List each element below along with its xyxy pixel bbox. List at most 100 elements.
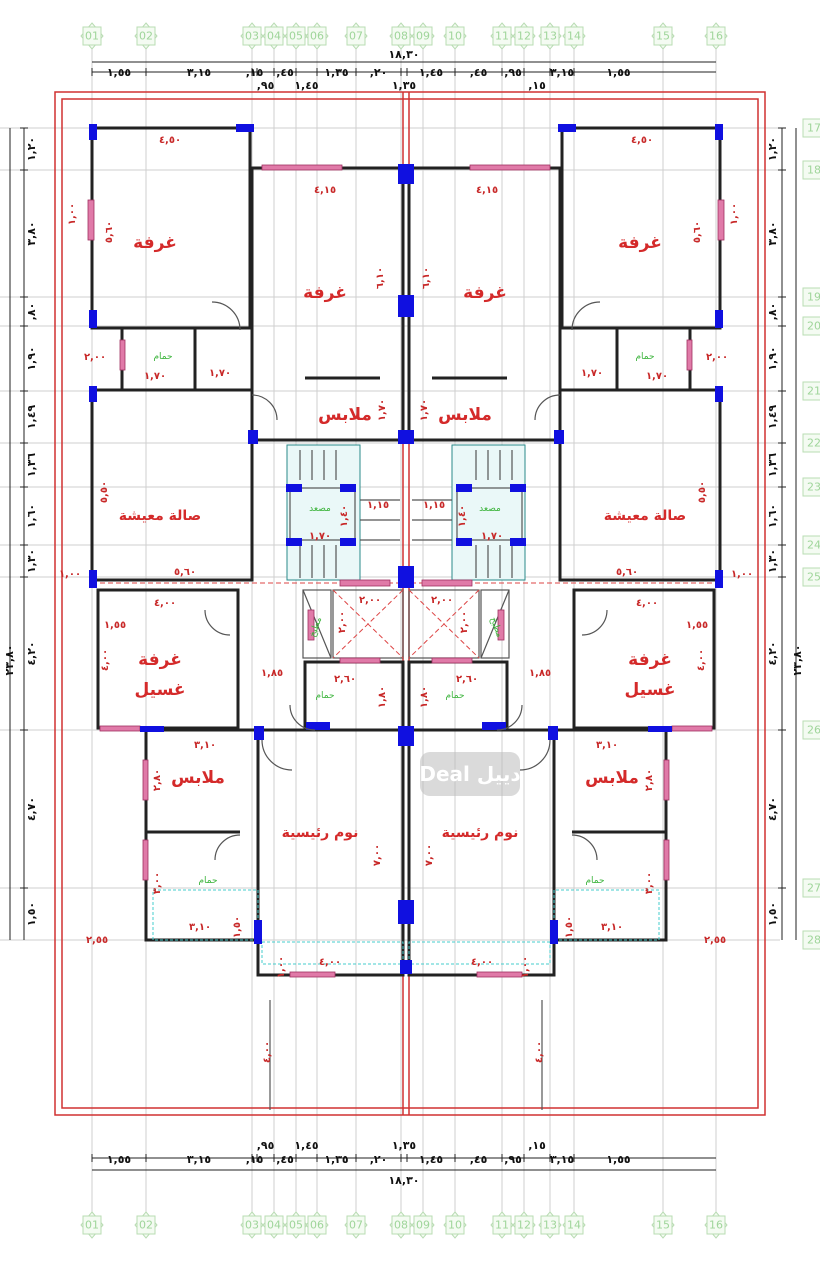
room-label-master-bedroom: نوم رئيسية xyxy=(282,825,359,841)
room-dimension-label: ٢,٠٠ xyxy=(337,611,348,633)
grid-label-column: 06 xyxy=(310,30,324,43)
dimension-label: ١,٥٠ xyxy=(25,902,38,926)
room-dimension-label: ١,٠٠ xyxy=(67,203,78,225)
dimension-label: ,٤٥ xyxy=(276,66,294,79)
closet-wall xyxy=(144,728,260,942)
room-dimension-label: ٢,٠٠ xyxy=(431,595,453,606)
room-dimension-label: ٢,٨٠ xyxy=(152,769,163,791)
room-dimension-label: ٦,١٠ xyxy=(421,267,432,289)
room-dimension-label: ١,٨٠ xyxy=(419,686,430,708)
room-label-bedroom: غرفة xyxy=(303,283,347,303)
grid-bubble xyxy=(492,26,512,46)
room-label-laundry: غسيل xyxy=(624,680,675,700)
grid-bubble xyxy=(653,26,673,46)
dimension-label: ١,٩٠ xyxy=(25,346,38,370)
room-label-elevator: مصعد xyxy=(479,504,501,514)
dimension-label: ١,٥٠ xyxy=(766,902,779,926)
grid-bubble xyxy=(413,1215,433,1235)
grid-label-column: 02 xyxy=(139,30,153,43)
grid-label-row: 17 xyxy=(807,122,820,135)
grid-bubble xyxy=(136,1215,156,1235)
grid-bubble xyxy=(802,878,820,898)
room-label-bathroom: حمام xyxy=(445,691,464,701)
dimension-label: ٣,١٥ xyxy=(187,66,212,79)
room-dimension-label: ١,٠٠ xyxy=(520,956,531,978)
room-dimension-label: ٧,٠٠ xyxy=(372,844,383,866)
grid-bubble xyxy=(286,26,306,46)
room-label-bathroom: حمام xyxy=(635,352,654,362)
dimension-label: ,٢٠ xyxy=(370,66,388,79)
room-dimension-label: ١,٧٠ xyxy=(419,399,430,421)
grid-bubble xyxy=(802,720,820,740)
room-label-bathroom: حمام xyxy=(315,691,334,701)
room-dimension-label: ٣,١٠ xyxy=(601,922,623,933)
room-dimension-label: ٤,٠٠ xyxy=(154,598,176,609)
grid-label-column: 14 xyxy=(567,1219,581,1232)
room-dimension-label: ١,١٥ xyxy=(423,500,445,511)
grid-label-row: 28 xyxy=(807,934,820,947)
room-dimension-label: ١,٨٥ xyxy=(529,668,551,679)
room-dimension-label: ٢,٥٥ xyxy=(704,935,726,946)
grid-label-column: 09 xyxy=(416,1219,430,1232)
room-dimension-label: ٢,٠٠ xyxy=(706,352,728,363)
grid-label-column: 13 xyxy=(543,30,557,43)
grid-bubble xyxy=(391,26,411,46)
room-dimension-label: ١,٨٥ xyxy=(261,668,283,679)
room-dimension-label: ٢,٠٠ xyxy=(459,611,470,633)
grid-bubble xyxy=(346,1215,366,1235)
grid-label-column: 04 xyxy=(267,30,281,43)
room-label-bedroom: غرفة xyxy=(133,233,177,253)
structural-columns xyxy=(89,124,410,974)
dimension-label: ١,٢٠ xyxy=(25,137,38,161)
room-dimension-label: ١,٠٠ xyxy=(729,203,740,225)
grid-label-column: 06 xyxy=(310,1219,324,1232)
dimension-label: ١,٤٩ xyxy=(766,405,779,430)
room-dimension-label: ٥,٦٠ xyxy=(104,221,115,243)
bedroom-wall xyxy=(90,126,252,330)
grid-bubble xyxy=(802,316,820,336)
dimension-label: ١,٢٠ xyxy=(766,137,779,161)
apartment-unit-right xyxy=(400,122,726,1112)
room-dimension-label: ٤,٠٠ xyxy=(100,649,111,671)
grid-label-column: 12 xyxy=(517,30,531,43)
grid-bubble xyxy=(564,26,584,46)
grid-bubble xyxy=(136,26,156,46)
grid-bubble xyxy=(445,26,465,46)
room-dimension-label: ٣,٠٠ xyxy=(152,872,163,894)
grid-bubble xyxy=(802,118,820,138)
room-dimension-label: ٤,٠٠ xyxy=(471,957,493,968)
dimension-label: ١,٩٠ xyxy=(766,346,779,370)
room-dimension-label: ٤,٠٠ xyxy=(319,957,341,968)
dimension-label: ,١٥ xyxy=(246,1153,264,1166)
grid-label-column: 08 xyxy=(394,30,408,43)
grid-bubble xyxy=(802,535,820,555)
room-label-laundry: غرفة xyxy=(628,650,672,670)
grid-bubble xyxy=(802,930,820,950)
grid-bubble xyxy=(82,26,102,46)
grid-label-column: 07 xyxy=(349,30,363,43)
room-label-bedroom: غرفة xyxy=(618,233,662,253)
room-dimension-label: ٥,٥٠ xyxy=(99,481,110,503)
dimension-label: ١,٣٠ xyxy=(766,549,779,573)
room-dimension-label: ٣,٠٠ xyxy=(644,872,655,894)
grid-label-column: 10 xyxy=(448,30,462,43)
dimension-total: ٢٣,٨٠ xyxy=(791,644,804,675)
grid-bubble xyxy=(264,26,284,46)
room-dimension-label: ٢,٨٠ xyxy=(644,769,655,791)
room-dimension-label: ٤,٠٠ xyxy=(262,1041,273,1063)
room-dimension-label: ١,٧٠ xyxy=(209,368,231,379)
room-dimension-label: ١,٥٠ xyxy=(564,916,575,938)
grid-bubble xyxy=(802,433,820,453)
grid-bubble xyxy=(802,287,820,307)
room-dimension-label: ٥,٦٠ xyxy=(174,567,196,578)
dimension-label: ٤,٧٠ xyxy=(766,797,779,821)
dimension-label: ١,٤٥ xyxy=(294,79,319,92)
room-dimension-label: ١,٧٠ xyxy=(144,371,166,382)
room-label-laundry: غسيل xyxy=(134,680,185,700)
grid-label-column: 07 xyxy=(349,1219,363,1232)
room-label-bathroom: حمام xyxy=(153,352,172,362)
room-dimension-label: ١,٠٠ xyxy=(59,569,81,580)
dimension-label: ,١٥ xyxy=(528,79,546,92)
dimension-label: ١,٤٥ xyxy=(294,1139,319,1152)
